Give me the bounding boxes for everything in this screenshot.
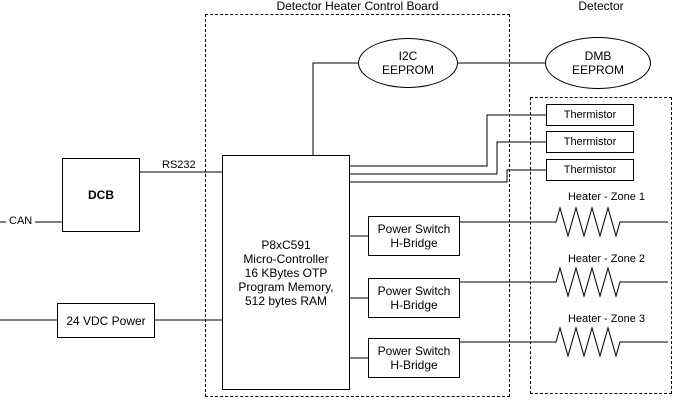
heater-zone-3-label: Heater - Zone 3 xyxy=(567,313,646,325)
dmb-eeprom-line-2: EEPROM xyxy=(571,63,624,77)
thermistor-label-1: Thermistor xyxy=(563,109,617,121)
heater-zone-1-label: Heater - Zone 1 xyxy=(567,191,646,203)
thermistor-block-3: Thermistor xyxy=(546,159,634,181)
can-label: CAN xyxy=(6,215,36,228)
wire-thermistor-3 xyxy=(350,169,546,183)
mcu-line-1: P8xC591 xyxy=(261,237,311,252)
power-switch-2-line-2: H-Bridge xyxy=(390,298,438,312)
mcu-line-3: 16 KBytes OTP xyxy=(244,265,328,280)
power-switch-block-3: Power Switch H-Bridge xyxy=(368,338,460,378)
i2c-eeprom-block: I2C EEPROM xyxy=(358,38,458,88)
heater-resistor-zone-2 xyxy=(460,266,668,298)
mcu-block: P8xC591 Micro-Controller 16 KBytes OTP P… xyxy=(222,155,350,390)
rs232-label: RS232 xyxy=(162,159,196,171)
dcb-label: DCB xyxy=(88,188,114,202)
power-switch-2-line-1: Power Switch xyxy=(377,284,451,298)
wire-thermistor-1 xyxy=(350,114,546,167)
heater-zone-2-label: Heater - Zone 2 xyxy=(567,253,646,265)
dcb-block: DCB xyxy=(62,158,140,232)
power-switch-3-line-1: Power Switch xyxy=(377,344,451,358)
power-switch-block-2: Power Switch H-Bridge xyxy=(368,278,460,318)
mcu-line-2: Micro-Controller xyxy=(243,251,329,266)
power-switch-3-line-2: H-Bridge xyxy=(390,358,438,372)
thermistor-label-3: Thermistor xyxy=(563,164,617,176)
wire-i2c-to-mcu xyxy=(312,62,358,155)
power-switch-1-line-2: H-Bridge xyxy=(390,236,438,250)
detector-outline xyxy=(530,97,672,394)
board-title: Detector Heater Control Board xyxy=(276,0,439,13)
dmb-eeprom-block: DMB EEPROM xyxy=(545,37,651,89)
dmb-eeprom-line-1: DMB xyxy=(584,49,612,63)
thermistor-block-1: Thermistor xyxy=(546,104,634,126)
i2c-eeprom-line-1: I2C xyxy=(398,49,418,63)
board-outline xyxy=(205,14,510,397)
mcu-line-5: 512 bytes RAM xyxy=(244,293,328,308)
thermistor-block-2: Thermistor xyxy=(546,131,634,153)
mcu-line-4: Program Memory, xyxy=(238,279,334,294)
detector-title: Detector xyxy=(578,0,624,13)
power-switch-block-1: Power Switch H-Bridge xyxy=(368,216,460,256)
heater-resistor-zone-1 xyxy=(460,206,668,238)
i2c-eeprom-line-2: EEPROM xyxy=(381,63,434,77)
power-supply-label: 24 VDC Power xyxy=(66,313,146,328)
power-switch-1-line-1: Power Switch xyxy=(377,222,451,236)
thermistor-label-2: Thermistor xyxy=(563,136,617,148)
wire-thermistor-2 xyxy=(350,141,546,175)
power-supply-block: 24 VDC Power xyxy=(57,303,155,338)
heater-resistor-zone-3 xyxy=(460,326,668,358)
